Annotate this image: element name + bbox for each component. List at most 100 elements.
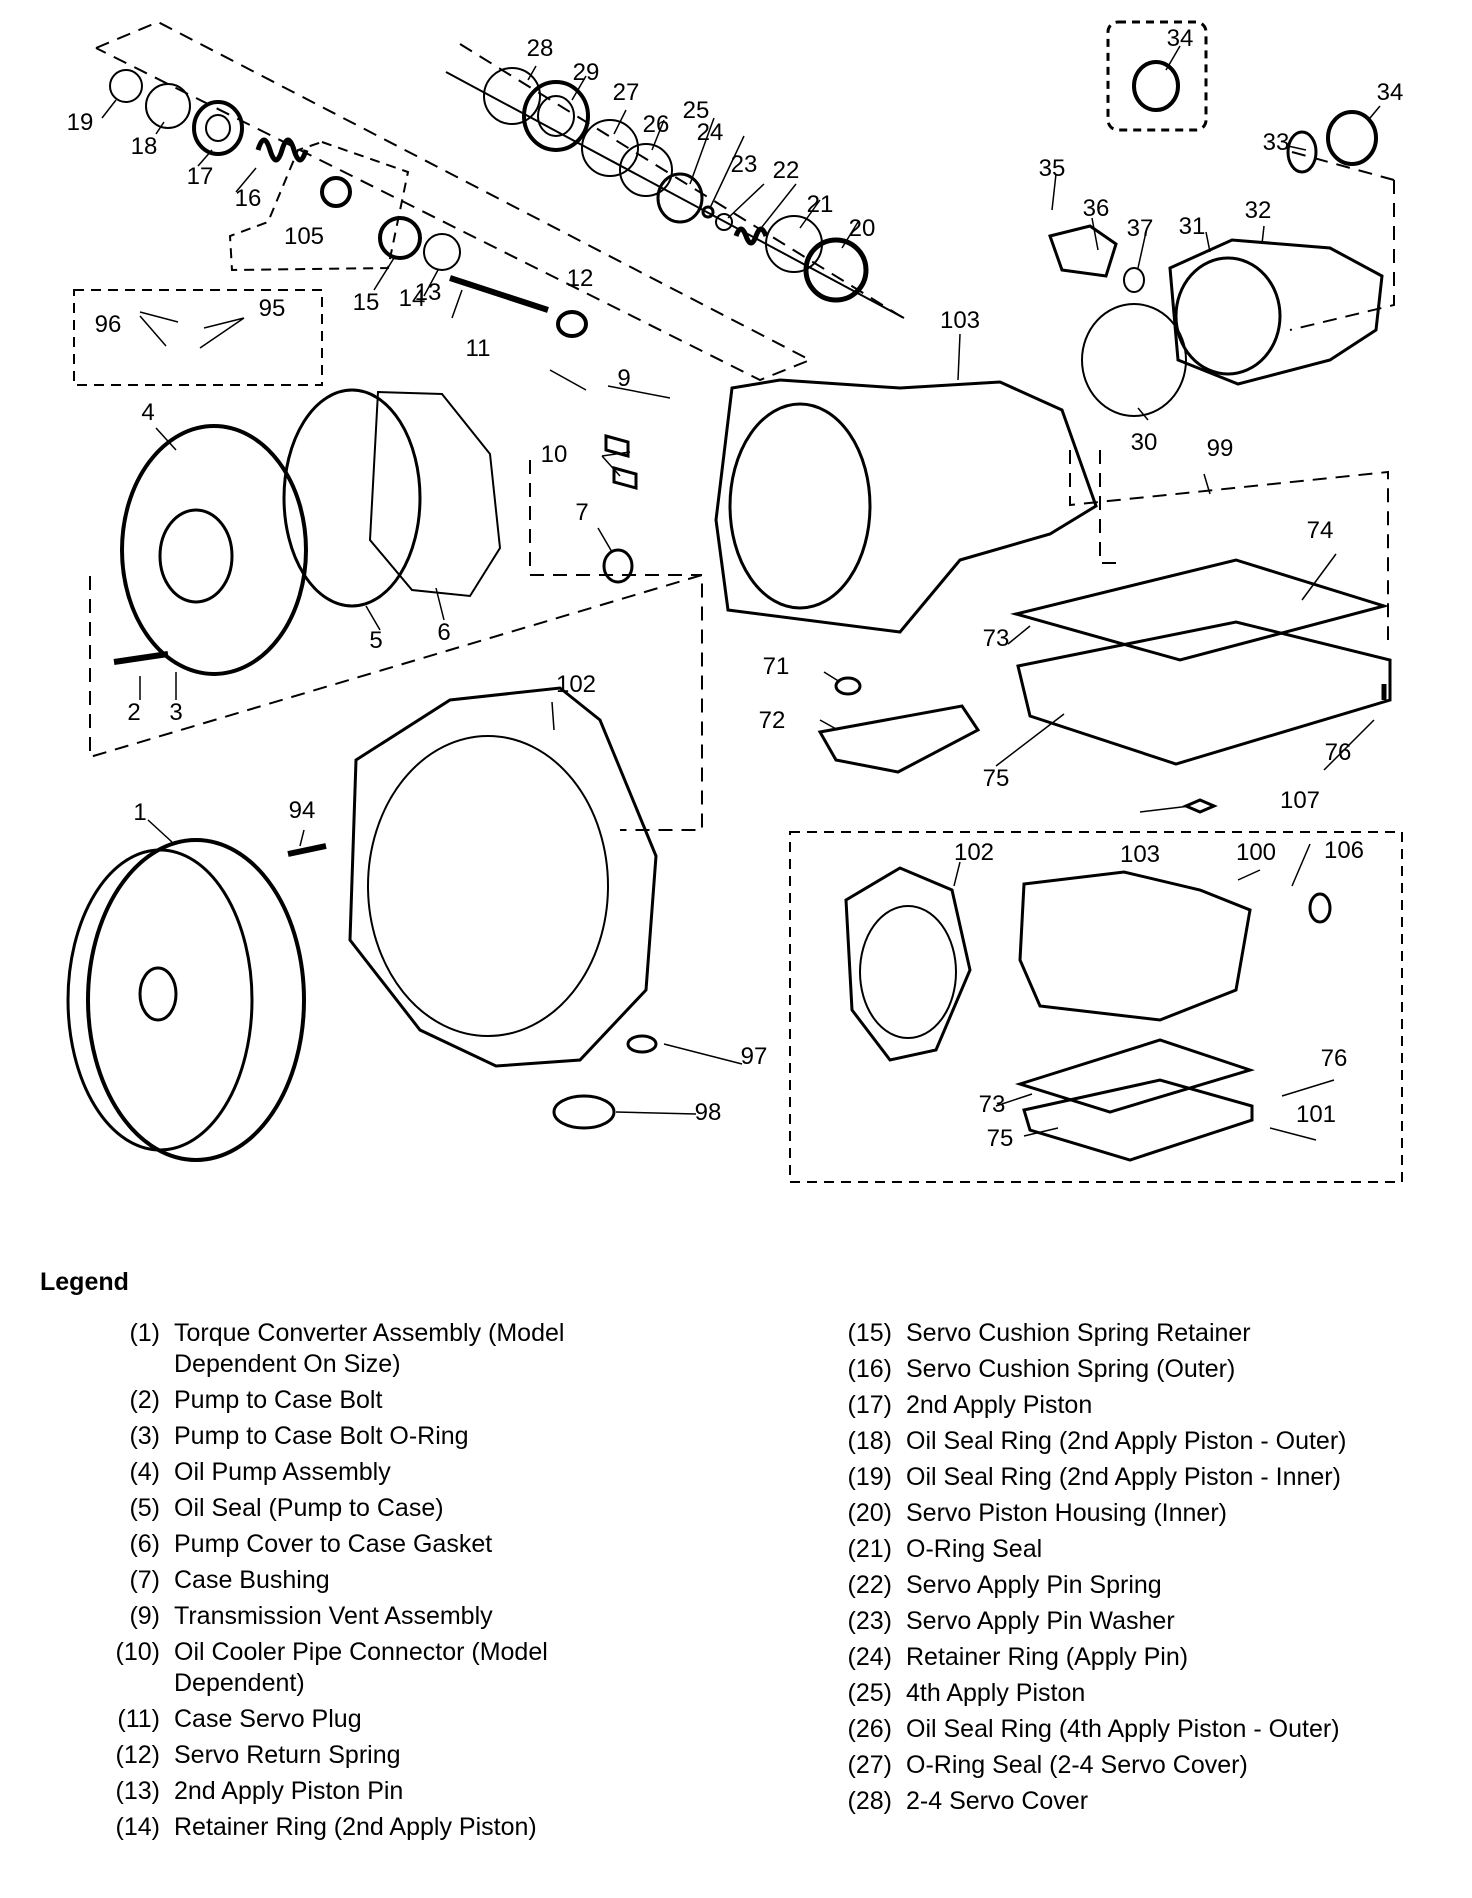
part-7-bushing (602, 548, 634, 584)
part-2-bolt (113, 651, 169, 665)
part-10-connector-a (604, 434, 630, 458)
part-30-seal (1081, 303, 1187, 417)
legend-item-text: Case Bushing (174, 1566, 330, 1594)
callout-106: 106 (1324, 837, 1364, 864)
legend-item: (10)Oil Cooler Pipe Connector (Model Dep… (88, 1637, 648, 1699)
callout-18: 18 (131, 133, 158, 160)
legend-item-text: Oil Seal Ring (2nd Apply Piston - Inner) (906, 1463, 1341, 1491)
part-34-seal (1326, 110, 1378, 166)
part-23-washer (715, 213, 733, 231)
callout-23: 23 (731, 151, 758, 178)
legend-item-number: (22) (847, 1571, 892, 1599)
legend-item-number: (27) (847, 1751, 892, 1779)
callout-73: 73 (983, 625, 1010, 652)
part-20-housing (803, 237, 869, 303)
legend-item: (17)2nd Apply Piston (820, 1390, 1460, 1421)
group-box-95-96 (73, 289, 323, 386)
legend-item-number: (21) (847, 1535, 892, 1563)
legend-item: (3)Pump to Case Bolt O-Ring (88, 1421, 648, 1452)
legend-item-text: Oil Seal (Pump to Case) (174, 1494, 444, 1522)
part-15-retainer (378, 216, 422, 260)
callout-16: 16 (235, 185, 262, 212)
legend-item-text: Torque Converter Assembly (Model Depende… (174, 1319, 565, 1378)
legend-item: (16)Servo Cushion Spring (Outer) (820, 1354, 1460, 1385)
legend-item: (2)Pump to Case Bolt (88, 1385, 648, 1416)
callout-26: 26 (643, 111, 670, 138)
legend-item-text: 2nd Apply Piston Pin (174, 1777, 404, 1805)
callout-76-alt: 76 (1321, 1045, 1348, 1072)
callout-12: 12 (567, 265, 594, 292)
legend-item: (21)O-Ring Seal (820, 1534, 1460, 1565)
legend-item: (6)Pump Cover to Case Gasket (88, 1529, 648, 1560)
callout-73-alt: 73 (979, 1091, 1006, 1118)
legend-item-number: (9) (129, 1602, 160, 1630)
callout-11: 11 (466, 335, 491, 362)
callout-28: 28 (527, 35, 554, 62)
legend-item: (25)4th Apply Piston (820, 1678, 1460, 1709)
legend-item-number: (28) (847, 1787, 892, 1815)
callout-30: 30 (1131, 429, 1158, 456)
callout-103: 103 (940, 307, 980, 334)
callout-14: 14 (399, 285, 426, 312)
legend-item-text: Oil Pump Assembly (174, 1458, 391, 1486)
callout-74: 74 (1307, 517, 1334, 544)
pan-outline (1069, 450, 1389, 640)
callout-24: 24 (697, 119, 724, 146)
legend-item: (9)Transmission Vent Assembly (88, 1601, 648, 1632)
legend-item-number: (26) (847, 1715, 892, 1743)
callout-21: 21 (807, 191, 834, 218)
part-6-gasket (368, 390, 502, 598)
part-28-cover (522, 80, 590, 152)
part-13-pin (449, 275, 549, 313)
legend-item: (18)Oil Seal Ring (2nd Apply Piston - Ou… (820, 1426, 1460, 1457)
legend-item: (14)Retainer Ring (2nd Apply Piston) (88, 1812, 648, 1843)
callout-105: 105 (284, 223, 324, 250)
part-14-ring (423, 233, 461, 271)
legend-item: (12)Servo Return Spring (88, 1740, 648, 1771)
legend-item: (1)Torque Converter Assembly (Model Depe… (88, 1318, 648, 1380)
callout-1: 1 (133, 799, 146, 826)
callout-75-alt: 75 (987, 1125, 1014, 1152)
legend-item-number: (14) (115, 1813, 160, 1841)
part-1-torque-converter (86, 838, 306, 1162)
part-29-ring (483, 67, 541, 125)
part-4-pump (120, 424, 308, 676)
legend-item: (7)Case Bushing (88, 1565, 648, 1596)
inset-106-seal (1308, 892, 1332, 924)
callout-103-alt: 103 (1120, 841, 1160, 868)
part-17-piston (192, 100, 244, 156)
part-75-pan (1016, 620, 1392, 766)
legend-item-text: Servo Piston Housing (Inner) (906, 1499, 1227, 1527)
callout-75: 75 (983, 765, 1010, 792)
callout-36: 36 (1083, 195, 1110, 222)
part-21-oring (765, 215, 823, 273)
legend-item-number: (13) (115, 1777, 160, 1805)
callout-4: 4 (141, 399, 154, 426)
part-24-ring (701, 205, 715, 219)
callout-27: 27 (613, 79, 640, 106)
part-94-bolt (287, 843, 327, 857)
part-36-sensor (1048, 224, 1118, 278)
part-5-seal (282, 388, 422, 608)
callout-102: 102 (954, 839, 994, 866)
callout-98: 98 (695, 1099, 722, 1126)
legend-item-text: O-Ring Seal (2-4 Servo Cover) (906, 1751, 1248, 1779)
part-103-case (714, 378, 1098, 634)
callout-34-alt: 34 (1167, 25, 1194, 52)
legend-item-text: 2nd Apply Piston (906, 1391, 1093, 1419)
part-37-oring (1123, 267, 1145, 293)
legend-item: (4)Oil Pump Assembly (88, 1457, 648, 1488)
legend-item-text: Pump Cover to Case Gasket (174, 1530, 493, 1558)
legend-item-number: (10) (115, 1638, 160, 1666)
callout-99: 99 (1207, 435, 1234, 462)
callout-34: 34 (1377, 79, 1404, 106)
callout-107: 107 (1280, 787, 1320, 814)
extension-outline (1289, 151, 1395, 331)
legend-item: (24)Retainer Ring (Apply Pin) (820, 1642, 1460, 1673)
callout-76: 76 (1325, 739, 1352, 766)
legend-item-text: Oil Seal Ring (4th Apply Piston - Outer) (906, 1715, 1340, 1743)
part-98 (552, 1094, 616, 1130)
callout-20: 20 (849, 215, 876, 242)
legend-item-number: (19) (847, 1463, 892, 1491)
